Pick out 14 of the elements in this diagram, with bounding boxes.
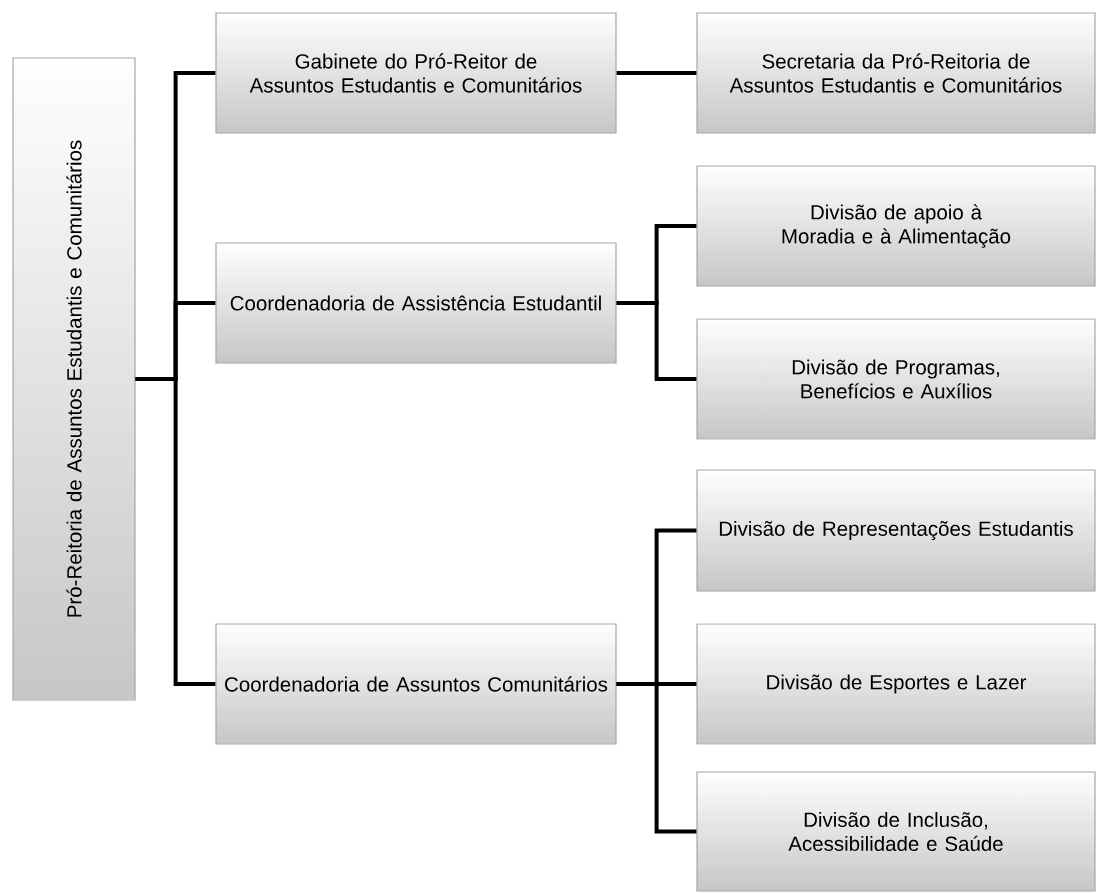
connector-line bbox=[135, 377, 216, 686]
org-box: Pró-Reitoria de Assuntos Estudantis e Comunitários bbox=[12, 57, 136, 701]
org-box: Divisão de Esportes e Lazer bbox=[696, 623, 1096, 745]
org-box: Secretaria da Pró-Reitoria de Assuntos Estudantis e Comunitários bbox=[696, 12, 1096, 134]
connector-line bbox=[616, 301, 697, 381]
org-box: Divisão de Inclusão, Acessibilidade e Saúde bbox=[696, 771, 1096, 892]
org-box: Coordenadoria de Assistência Estudantil bbox=[215, 242, 617, 364]
org-box: Divisão de Programas, Benefícios e Auxílios bbox=[696, 318, 1096, 440]
org-box: Divisão de apoio à Moradia e à Alimentação bbox=[696, 165, 1096, 287]
org-box: Gabinete do Pró-Reitor de Assuntos Estudantis e Comunitários bbox=[215, 12, 617, 134]
connector-line bbox=[616, 682, 697, 834]
org-box: Coordenadoria de Assuntos Comunitários bbox=[215, 623, 617, 745]
connector-line bbox=[616, 71, 697, 75]
org-box: Divisão de Representações Estudantis bbox=[696, 469, 1096, 592]
